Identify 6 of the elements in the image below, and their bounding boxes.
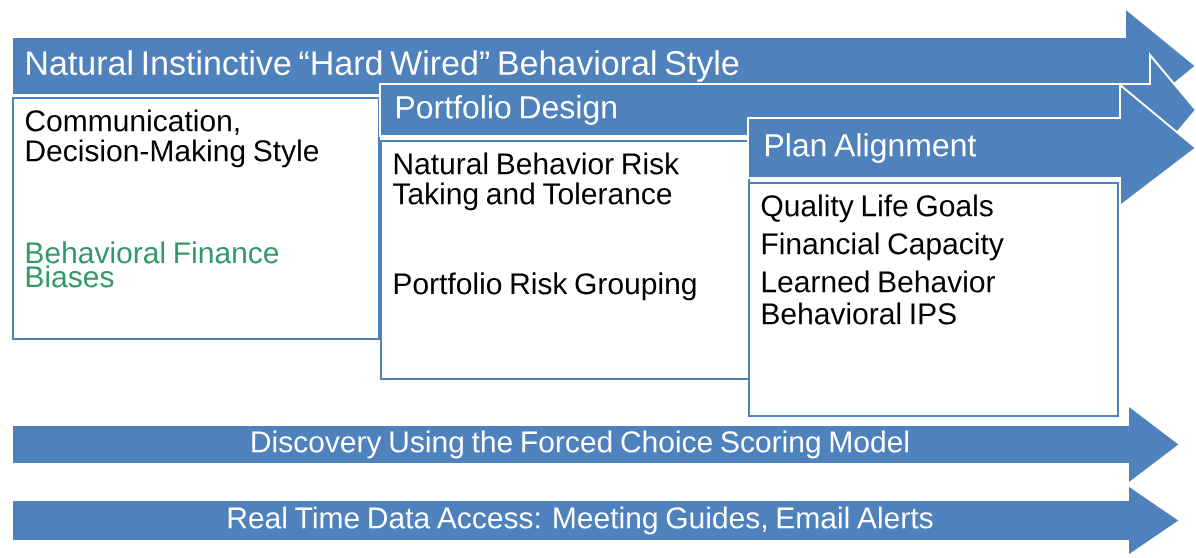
- node-label: Portfolio Design: [397, 95, 616, 125]
- arrow-band: Discovery Using the Forced Choice Scoring Model: [11, 403, 1182, 486]
- text-box: Natural Behavior Risk Taking and Tolerance Portfolio Risk Grouping: [380, 140, 750, 380]
- text-box: Communication, Decision-Making Style Behavioral Finance Biases: [12, 97, 380, 340]
- arrow-band: Real Time Data Access: Meeting Guides, Email Alerts: [11, 483, 1182, 558]
- text-box: Quality Life Goals Financial Capacity Learned Behavior Behavioral IPS: [748, 182, 1119, 417]
